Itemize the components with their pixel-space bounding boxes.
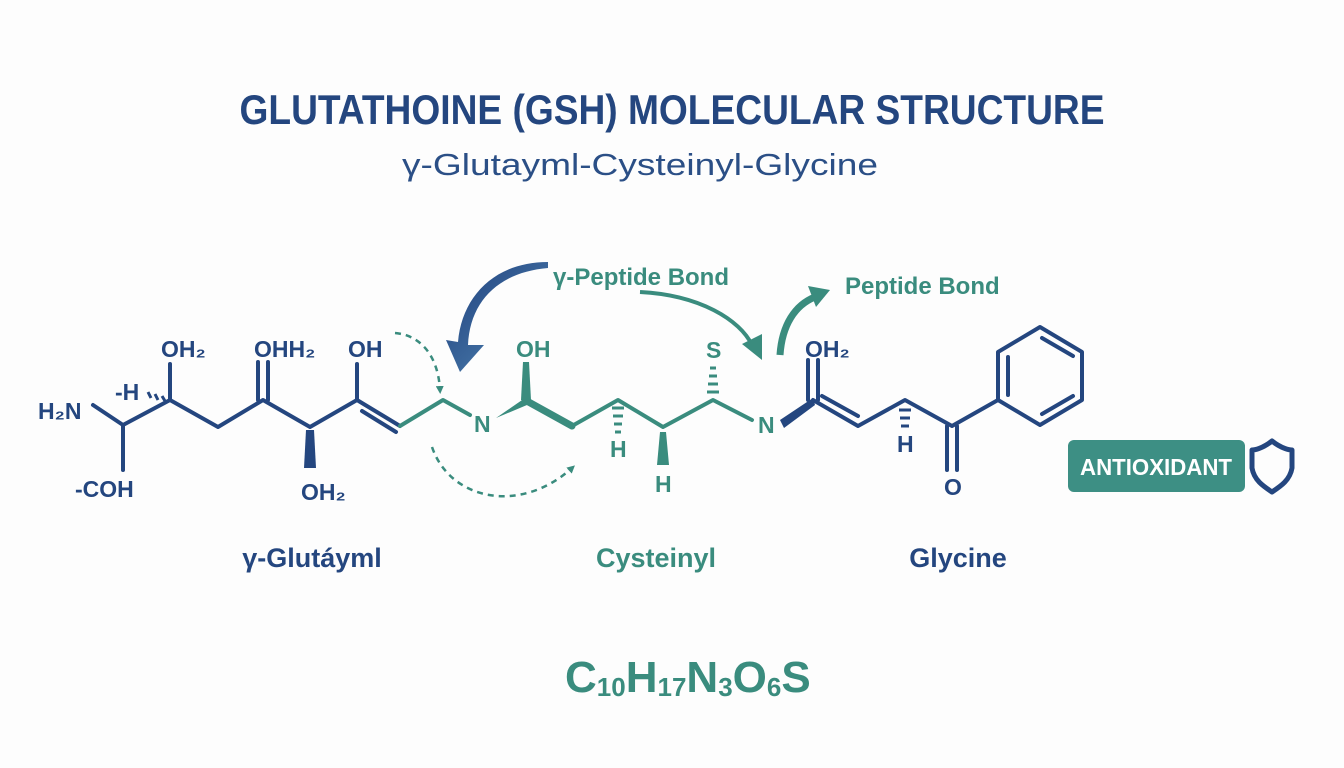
formula-n: N bbox=[686, 653, 718, 702]
atom-h-hash: -H bbox=[115, 379, 139, 405]
dashed-arrow-icon bbox=[430, 446, 575, 498]
arrow-icon bbox=[639, 290, 754, 346]
atom-n: N bbox=[758, 412, 775, 438]
formula-h: H bbox=[626, 653, 658, 702]
arrowhead-icon bbox=[742, 334, 762, 360]
formula-c: C bbox=[565, 653, 597, 702]
arrowhead-icon bbox=[808, 286, 830, 307]
atom-coh: -COH bbox=[75, 476, 134, 502]
subtitle: γ-Glutayml-Cysteinyl-Glycine bbox=[402, 147, 878, 182]
antioxidant-badge: ANTIOXIDANT bbox=[1068, 438, 1295, 495]
atom-oh2: OH₂ bbox=[161, 336, 206, 362]
atom-h: H bbox=[655, 471, 672, 497]
molecular-formula: C10H17N3O6S bbox=[565, 653, 811, 702]
section-label-glycine: Glycine bbox=[909, 543, 1007, 573]
atom-h: H bbox=[897, 431, 914, 457]
cysteinyl-bonds bbox=[398, 362, 754, 465]
glutamyl-bonds bbox=[91, 360, 402, 472]
atom-ohh2: OHH₂ bbox=[254, 336, 315, 362]
atom-o: O bbox=[944, 474, 962, 500]
atom-oh2: OH₂ bbox=[301, 479, 346, 505]
formula-o: O bbox=[733, 653, 767, 702]
atom-h2n: H₂N bbox=[38, 398, 81, 424]
atom-n: N bbox=[474, 411, 491, 437]
atom-oh2: OH₂ bbox=[805, 336, 850, 362]
formula-n-count: 3 bbox=[718, 672, 732, 702]
formula-h-count: 17 bbox=[657, 672, 686, 702]
formula-o-count: 6 bbox=[767, 672, 781, 702]
formula-c-count: 10 bbox=[597, 672, 626, 702]
atom-s: S bbox=[706, 337, 721, 363]
formula-s: S bbox=[781, 653, 810, 702]
atom-h: H bbox=[610, 436, 627, 462]
section-label-glutamyl: γ-Glutáyml bbox=[242, 543, 382, 573]
dashed-arrow-icon bbox=[394, 331, 444, 394]
badge-label: ANTIOXIDANT bbox=[1080, 454, 1232, 480]
arrow-icon bbox=[776, 293, 817, 356]
section-label-cysteinyl: Cysteinyl bbox=[596, 543, 716, 573]
peptide-bond-label: Peptide Bond bbox=[845, 273, 1000, 300]
shield-icon bbox=[1249, 438, 1295, 495]
atom-oh: OH bbox=[348, 336, 383, 362]
page-title: GLUTATHOINE (GSH) MOLECULAR STRUCTURE bbox=[240, 86, 1105, 133]
atom-oh: OH bbox=[516, 336, 551, 362]
glycine-bonds bbox=[780, 325, 1084, 472]
gamma-peptide-bond-label: γ-Peptide Bond bbox=[553, 264, 729, 291]
curved-arrow-icon bbox=[446, 262, 548, 372]
